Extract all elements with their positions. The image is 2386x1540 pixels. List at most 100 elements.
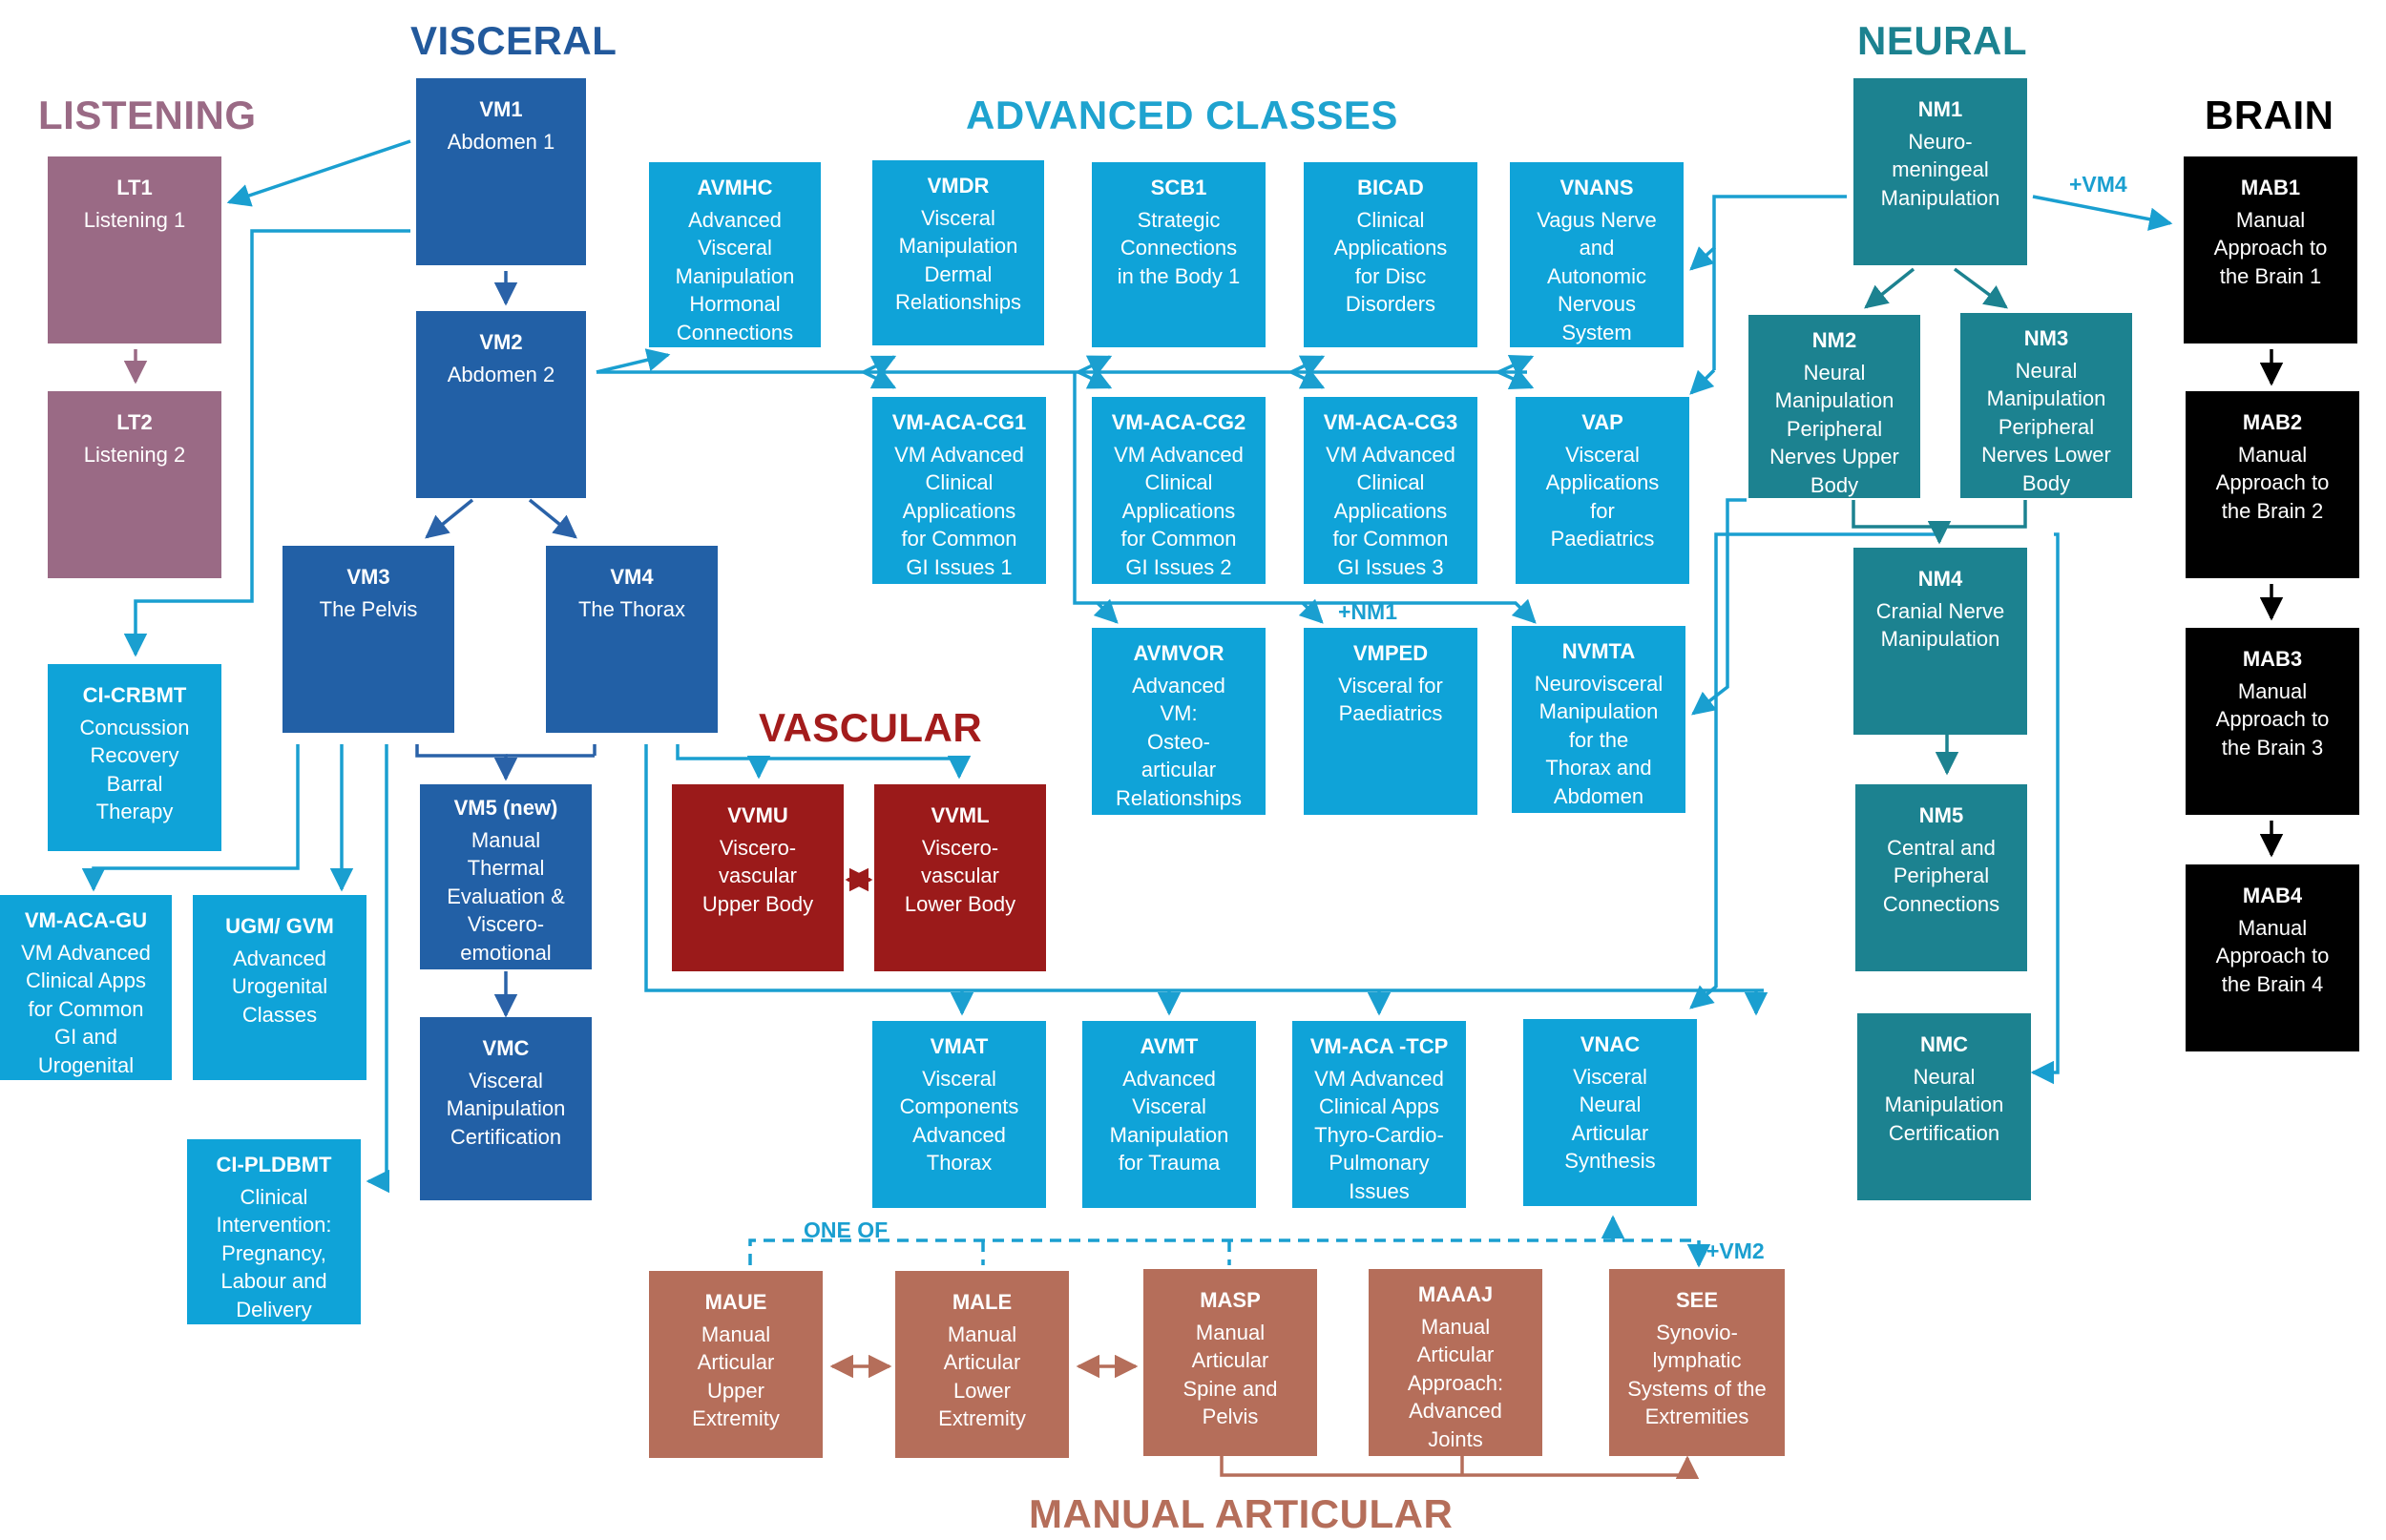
course-bicad[interactable]: BICAD Clinical Applications for Disc Diso… [1304,162,1477,347]
course-title: Listening 1 [83,207,186,232]
course-code: MAB3 [2242,647,2303,671]
course-title: VM Advanced Clinical Applications for Co… [1114,442,1244,579]
course-code: LT2 [116,410,153,434]
course-title: Neural Manipulation Peripheral Nerves Up… [1769,360,1899,497]
course-code: NM2 [1811,328,1857,352]
course-title: Advanced Urogenital Classes [231,946,328,1027]
label-plus-vm2: +VM2 [1706,1238,1765,1263]
course-code: VM-ACA-GU [24,908,148,932]
course-title: Manual Articular Lower Extremity [938,1321,1026,1431]
course-vm-aca-cg2[interactable]: VM-ACA-CG2 VM Advanced Clinical Applicati… [1092,397,1266,584]
course-title: Visceral Components Advanced Thorax [899,1066,1019,1176]
course-code: SEE [1675,1288,1719,1312]
course-title: Neural Manipulation Certification [1884,1064,2004,1145]
course-ci-crbmt[interactable]: CI-CRBMT Concussion Recovery Barral Thera… [48,664,221,851]
course-code: VAP [1581,410,1623,434]
course-title: VM Advanced Clinical Apps for Common GI … [21,940,151,1077]
course-title: Visceral Manipulation Certification [446,1068,566,1149]
course-code: CI-CRBMT [82,683,187,707]
course-vm5[interactable]: VM5 (new)Manual Thermal Evaluation & Vis… [420,784,592,969]
course-title: Advanced VM: Osteo- articular Relationsh… [1115,673,1243,810]
course-title: Manual Articular Approach: Advanced Join… [1407,1314,1504,1451]
course-title: Concussion Recovery Barral Therapy [79,715,190,824]
course-title: Manual Articular Upper Extremity [692,1321,780,1431]
course-title: VM Advanced Clinical Applications for Co… [1326,442,1455,579]
course-title: Abdomen 2 [447,362,555,386]
course-title: VM Advanced Clinical Apps Thyro-Cardio- … [1314,1066,1444,1203]
heading-listening: LISTENING [38,93,257,137]
course-title: The Pelvis [319,596,418,621]
course-code: VM-ACA -TCP [1309,1034,1449,1058]
course-code: NMC [1919,1032,1969,1056]
course-title: Advanced Visceral Manipulation for Traum… [1109,1066,1229,1176]
course-code: VNAC [1580,1032,1641,1056]
course-nmc[interactable]: NMC Neural Manipulation Certification [1857,1013,2031,1200]
label-one-of: ONE OF [804,1217,889,1242]
course-title: VM Advanced Clinical Applications for Co… [894,442,1024,579]
course-title: Listening 2 [83,442,186,467]
course-avmvor[interactable]: AVMVOR Advanced VM: Osteo- articular Rela… [1092,628,1266,815]
course-code: BICAD [1357,176,1424,199]
course-maue[interactable]: MAUE Manual Articular Upper Extremity [649,1271,823,1458]
course-title: Clinical Intervention: Pregnancy, Labour… [216,1184,332,1321]
course-vm-aca-gu[interactable]: VM-ACA-GU VM Advanced Clinical Apps for C… [0,895,172,1080]
heading-neural: NEURAL [1857,18,2027,63]
course-code: NM3 [2023,326,2069,350]
course-code: AVMVOR [1133,641,1224,665]
course-code: VNANS [1559,176,1634,199]
course-code: MAB4 [2242,884,2303,907]
course-code: VVMU [727,803,788,827]
course-code: MAB1 [2240,176,2301,199]
course-title: Clinical Applications for Disc Disorders [1333,207,1448,317]
label-plus-vm4: +VM4 [2069,172,2127,197]
course-code: MAUE [704,1290,767,1314]
course-title: Neuro- meningeal Manipulation [1880,129,2000,210]
course-vm-aca-tcp[interactable]: VM-ACA -TCP VM Advanced Clinical Apps Thy… [1292,1021,1466,1208]
course-code: VM3 [346,565,390,589]
course-code: VM-ACA-CG2 [1111,410,1246,434]
course-title: Viscero- vascular Lower Body [904,835,1016,916]
course-code: NM1 [1917,97,1963,121]
course-title: Manual Articular Spine and Pelvis [1183,1320,1278,1429]
course-title: Central and Peripheral Connections [1882,835,2000,916]
heading-manual-articular: MANUAL ARTICULAR [1029,1491,1454,1536]
heading-advanced-classes: ADVANCED CLASSES [966,93,1398,137]
course-title: Visceral for Paediatrics [1338,673,1443,726]
